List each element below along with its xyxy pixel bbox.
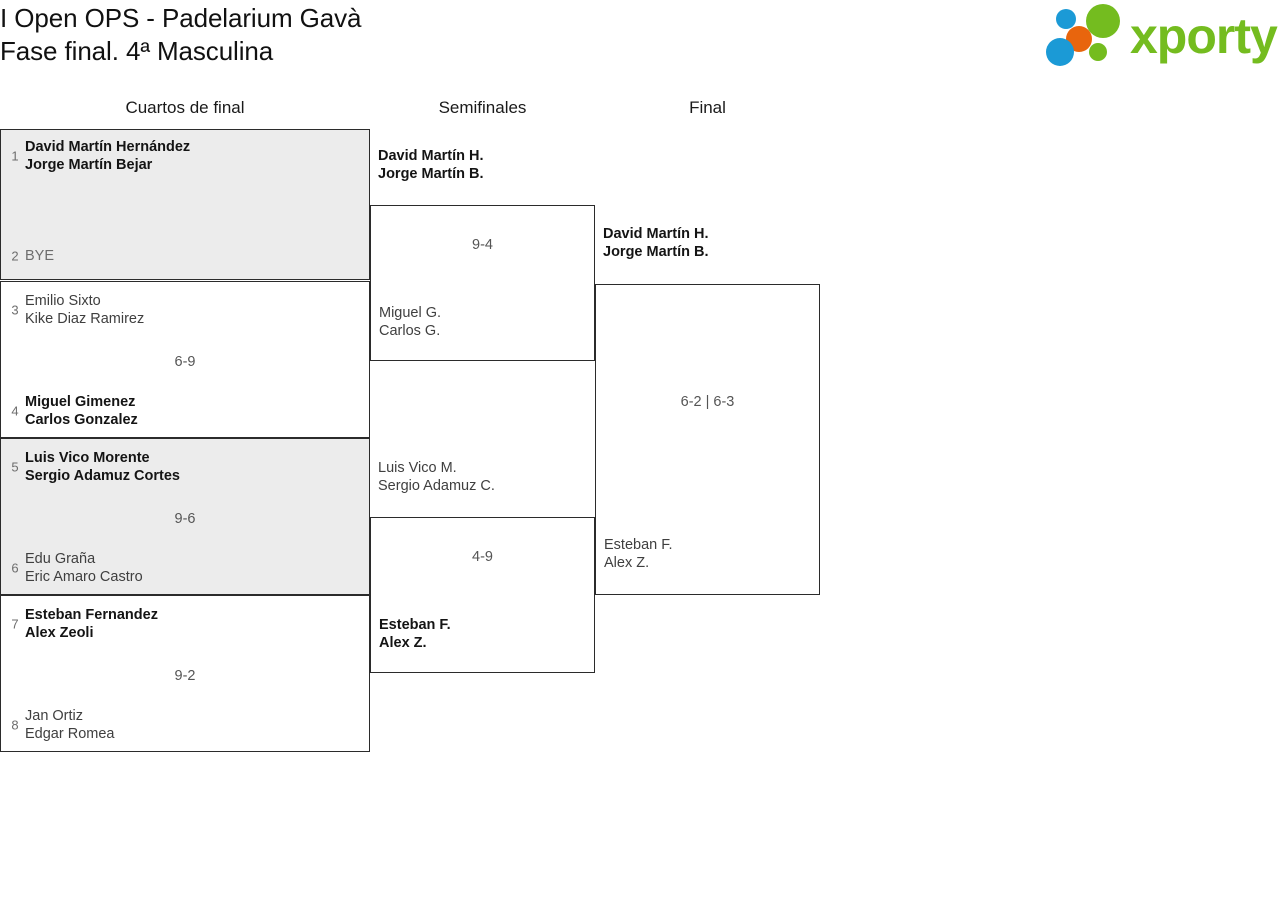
match-team-bottom[interactable]: 2 BYE xyxy=(1,247,369,265)
match-score: 9-6 xyxy=(174,511,196,527)
seed-number: 6 xyxy=(11,560,19,576)
player-name: Miguel Gimenez xyxy=(25,394,136,410)
player-name: Esteban F. xyxy=(604,537,673,553)
seed-number: 8 xyxy=(11,717,19,733)
seed-number: 2 xyxy=(11,248,19,264)
player-name: Luis Vico M. xyxy=(378,460,457,476)
match-sf-1[interactable]: 9-4 Miguel G. Carlos G. xyxy=(370,205,595,361)
match-team-top[interactable]: 3 Emilio Sixto Kike Diaz Ramirez xyxy=(1,292,369,328)
player-name: Eric Amaro Castro xyxy=(25,569,143,585)
player-name: David Martín H. xyxy=(603,226,709,242)
seed-number: 7 xyxy=(11,616,19,632)
xporty-logo[interactable]: xporty xyxy=(1046,4,1278,68)
match-qf-3[interactable]: 5 Luis Vico Morente Sergio Adamuz Cortes… xyxy=(0,438,370,595)
player-name: Emilio Sixto xyxy=(25,293,101,309)
player-name: Carlos Gonzalez xyxy=(25,412,138,428)
logo-dots-icon xyxy=(1046,4,1120,66)
player-name: Jorge Martín Bejar xyxy=(25,157,153,173)
match-team-bottom[interactable]: 4 Miguel Gimenez Carlos Gonzalez xyxy=(1,393,369,429)
player-name: Miguel G. xyxy=(379,305,442,321)
seed-number: 4 xyxy=(11,403,19,419)
tournament-phase: Fase final. 4ª Masculina xyxy=(0,36,274,66)
player-name: Sergio Adamuz Cortes xyxy=(25,468,180,484)
match-qf-4[interactable]: 7 Esteban Fernandez Alex Zeoli 9-2 8 Jan… xyxy=(0,595,370,752)
round-header-quarterfinals: Cuartos de final xyxy=(125,98,245,117)
match-team-bottom[interactable]: Esteban F. Alex Z. xyxy=(371,616,594,652)
match-qf-1[interactable]: 1 David Martín Hernández Jorge Martín Be… xyxy=(0,129,370,280)
match-team-bottom[interactable]: Esteban F. Alex Z. xyxy=(596,536,819,572)
match-team-top[interactable]: 1 David Martín Hernández Jorge Martín Be… xyxy=(1,138,369,174)
player-name: Sergio Adamuz C. xyxy=(378,478,495,494)
seed-number: 5 xyxy=(11,459,19,475)
match-team-top[interactable]: 7 Esteban Fernandez Alex Zeoli xyxy=(1,606,369,642)
player-name: BYE xyxy=(25,248,55,264)
player-name: Edgar Romea xyxy=(25,726,115,742)
player-name: Carlos G. xyxy=(379,323,441,339)
match-sf-2[interactable]: 4-9 Esteban F. Alex Z. xyxy=(370,517,595,673)
brand-wordmark: xporty xyxy=(1130,8,1278,64)
match-score: 6-9 xyxy=(174,354,196,370)
player-name: Luis Vico Morente xyxy=(25,450,150,466)
match-final[interactable]: 6-2 | 6-3 Esteban F. Alex Z. xyxy=(595,284,820,595)
player-name: Alex Zeoli xyxy=(25,625,94,641)
round-header-final: Final xyxy=(689,98,726,117)
match-score: 9-4 xyxy=(472,237,493,253)
player-name: Alex Z. xyxy=(604,555,650,571)
match-team-bottom[interactable]: Miguel G. Carlos G. xyxy=(371,304,594,340)
player-name: Esteban F. xyxy=(379,617,451,633)
match-team-bottom[interactable]: 8 Jan Ortiz Edgar Romea xyxy=(1,707,369,743)
semifinal-1-top-label[interactable]: David Martín H. Jorge Martín B. xyxy=(370,147,595,183)
player-name: Jorge Martín B. xyxy=(603,244,709,260)
match-team-bottom[interactable]: 6 Edu Graña Eric Amaro Castro xyxy=(1,550,369,586)
seed-number: 3 xyxy=(11,302,19,318)
match-team-top[interactable]: 5 Luis Vico Morente Sergio Adamuz Cortes xyxy=(1,449,369,485)
player-name: Esteban Fernandez xyxy=(25,607,158,623)
round-header-semifinals: Semifinales xyxy=(438,98,527,117)
player-name: Alex Z. xyxy=(379,635,427,651)
match-score: 9-2 xyxy=(174,668,196,684)
semifinal-2-top-label[interactable]: Luis Vico M. Sergio Adamuz C. xyxy=(370,459,595,495)
tournament-name: I Open OPS - Padelarium Gavà xyxy=(0,3,362,33)
final-top-label[interactable]: David Martín H. Jorge Martín B. xyxy=(595,225,820,261)
match-score: 4-9 xyxy=(472,549,493,565)
player-name: David Martín Hernández xyxy=(25,139,191,155)
match-score: 6-2 | 6-3 xyxy=(680,394,735,410)
player-name: Jan Ortiz xyxy=(25,708,84,724)
seed-number: 1 xyxy=(11,148,19,164)
player-name: Kike Diaz Ramirez xyxy=(25,311,145,327)
match-qf-2[interactable]: 3 Emilio Sixto Kike Diaz Ramirez 6-9 4 M… xyxy=(0,281,370,438)
player-name: Jorge Martín B. xyxy=(378,166,484,182)
player-name: Edu Graña xyxy=(25,551,96,567)
player-name: David Martín H. xyxy=(378,148,484,164)
